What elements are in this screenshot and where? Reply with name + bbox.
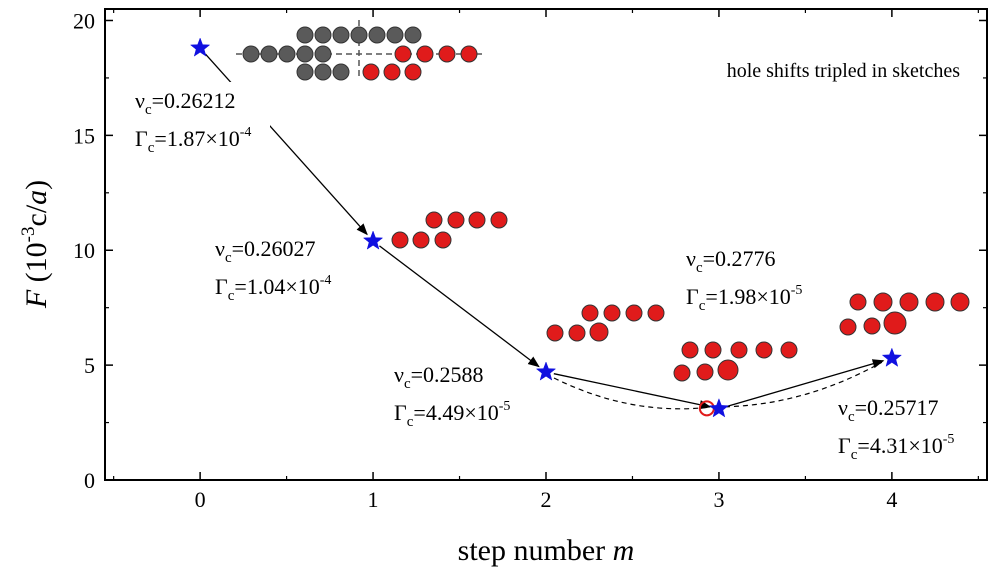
svg-text:Γc=1.87×10-4: Γc=1.87×10-4 xyxy=(135,125,251,156)
svg-text:νc=0.2776: νc=0.2776 xyxy=(686,246,776,276)
dashed-path xyxy=(724,361,883,408)
x-tick-label: 4 xyxy=(886,487,897,512)
star-point xyxy=(535,361,557,381)
hole-sketch-4 xyxy=(839,292,970,336)
svg-text:Γc=1.04×10-4: Γc=1.04×10-4 xyxy=(215,273,331,304)
hole-sketch-0 xyxy=(236,20,482,81)
svg-text:νc=0.25717: νc=0.25717 xyxy=(838,395,939,425)
y-tick-label: 5 xyxy=(84,353,95,378)
y-tick-label: 0 xyxy=(84,468,95,493)
hole-sketch-3 xyxy=(673,341,798,382)
x-tick-label: 2 xyxy=(541,487,552,512)
star-point xyxy=(362,230,384,250)
y-tick-label: 20 xyxy=(73,8,95,33)
axis-ticks: 0 1 2 3 4 0 5 10 15 20 xyxy=(73,8,987,512)
data-markers xyxy=(189,37,903,418)
y-tick-label: 15 xyxy=(73,123,95,148)
y-axis-label: F (10-3c/a) xyxy=(18,180,53,309)
step-arrow xyxy=(553,373,712,410)
y-tick-label: 10 xyxy=(73,238,95,263)
star-point xyxy=(881,347,903,367)
step-arrow xyxy=(379,245,540,368)
x-tick-label: 1 xyxy=(368,487,379,512)
annotation-step-1: νc=0.26027 Γc=1.04×10-4 xyxy=(215,236,331,304)
hole-sketch-1 xyxy=(391,211,508,249)
x-tick-label: 0 xyxy=(195,487,206,512)
svg-text:Γc=4.49×10-5: Γc=4.49×10-5 xyxy=(394,399,510,430)
annotation-step-0: νc=0.26212 Γc=1.87×10-4 xyxy=(130,82,270,162)
svg-text:νc=0.2588: νc=0.2588 xyxy=(394,362,484,392)
sketch-note: hole shifts tripled in sketches xyxy=(727,60,961,82)
annotation-step-2: νc=0.2588 Γc=4.49×10-5 xyxy=(394,362,510,430)
x-tick-label: 3 xyxy=(713,487,724,512)
open-circle-point xyxy=(698,400,715,417)
step-arrow xyxy=(726,359,885,408)
svg-text:Γc=4.31×10-5: Γc=4.31×10-5 xyxy=(838,432,954,463)
annotation-step-3: νc=0.2776 Γc=1.98×10-5 xyxy=(686,246,802,314)
svg-text:Γc=1.98×10-5: Γc=1.98×10-5 xyxy=(686,283,802,314)
x-axis-label: step number m xyxy=(458,534,635,567)
annotation-step-4: νc=0.25717 Γc=4.31×10-5 xyxy=(838,395,954,463)
svg-text:νc=0.26027: νc=0.26027 xyxy=(215,236,316,266)
hole-sketch-2 xyxy=(546,304,665,342)
step-arrows xyxy=(204,53,885,410)
star-point xyxy=(708,398,730,418)
star-point xyxy=(189,37,211,57)
svg-text:νc=0.26212: νc=0.26212 xyxy=(135,88,236,118)
dashed-path xyxy=(553,377,714,410)
